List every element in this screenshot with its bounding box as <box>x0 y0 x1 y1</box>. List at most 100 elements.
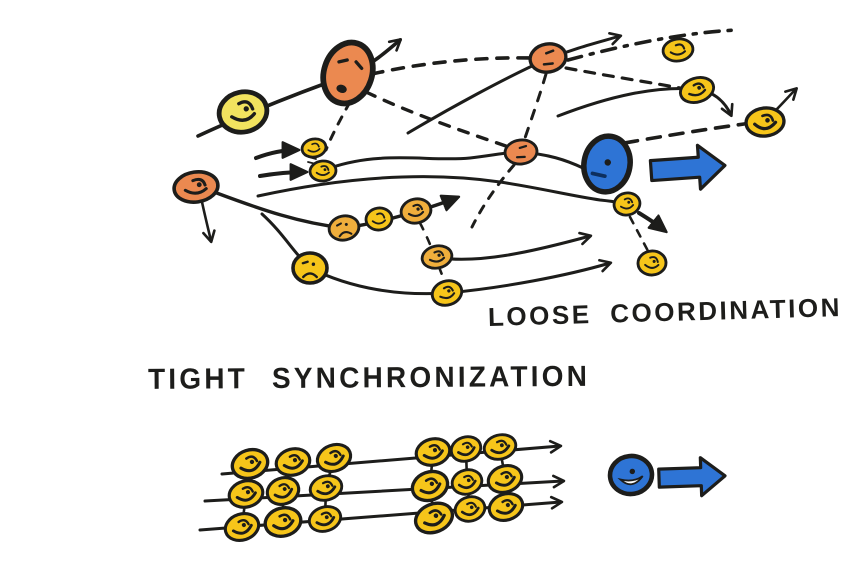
eye-dot <box>333 453 338 459</box>
face-mark <box>278 513 292 521</box>
agent-r1c2 <box>274 447 312 477</box>
eye-dot <box>429 481 435 486</box>
agent-right-1 <box>661 37 695 63</box>
face-mark <box>320 511 333 518</box>
face-mark <box>439 292 456 300</box>
blob-body <box>315 442 353 474</box>
eye-dot <box>323 168 327 172</box>
eye-dot <box>196 182 202 188</box>
agent-frowny <box>291 251 329 285</box>
face-mark <box>282 459 304 470</box>
agent-tiny-1 <box>300 137 328 159</box>
dashed-link-orange4-down <box>470 163 516 229</box>
dashed-link-orange3-to-orange4 <box>523 72 548 140</box>
face-mark <box>463 474 474 481</box>
face-mark <box>241 486 254 493</box>
face-mark <box>273 487 294 499</box>
eye-dot <box>292 458 298 463</box>
face-mark <box>457 479 477 490</box>
face-mark <box>428 256 446 263</box>
face-mark <box>644 263 660 269</box>
face-mark <box>239 460 262 473</box>
eye-dot <box>466 478 471 483</box>
flow-hop-arrow <box>774 87 798 112</box>
blob-body <box>607 453 655 497</box>
eye-dot <box>629 468 636 475</box>
face-mark <box>428 444 441 451</box>
agent-r1c3 <box>315 442 353 474</box>
face-mark <box>278 483 291 490</box>
eye-dot <box>499 443 504 448</box>
face-mark <box>545 49 555 55</box>
blue-arrow-loose <box>648 143 727 191</box>
face-mark <box>494 475 516 487</box>
blob-body <box>399 197 433 225</box>
agent-r1c1 <box>230 447 270 481</box>
tight-synchronization-group <box>198 433 727 542</box>
face-mark <box>237 518 250 526</box>
eye-dot <box>325 484 330 489</box>
blob-body <box>291 251 329 285</box>
face-mark <box>307 147 321 153</box>
agent-r3c3 <box>307 505 343 533</box>
face-mark <box>442 285 454 292</box>
blob-body <box>172 170 220 204</box>
face-mark <box>245 455 259 463</box>
blob-body <box>410 469 450 503</box>
eye-dot <box>604 159 611 166</box>
face-mark <box>316 485 337 496</box>
grin-mouth <box>617 475 644 486</box>
agent-right-3 <box>744 106 786 138</box>
eye-dot <box>627 200 631 204</box>
blob-body <box>420 244 454 270</box>
face-mark <box>324 454 345 466</box>
face-mark <box>412 203 424 211</box>
face-mark <box>335 222 342 227</box>
face-mark <box>329 449 342 457</box>
face-mark <box>337 58 349 64</box>
blob-body <box>503 138 539 166</box>
blob-body <box>274 447 312 477</box>
blob-body <box>486 464 524 494</box>
agent-orange-top2 <box>528 42 568 74</box>
dashed-link-lead-to-orange3 <box>370 56 532 76</box>
agent-chain-1 <box>327 214 361 242</box>
face-mark <box>311 142 320 148</box>
face-mark <box>288 454 301 461</box>
eye-dot <box>652 259 656 263</box>
agent-r1c5 <box>449 435 483 463</box>
face-mark <box>495 503 517 515</box>
face-mark <box>753 120 778 131</box>
eye-dot <box>249 459 255 465</box>
face-mark <box>466 501 477 508</box>
blob-body <box>528 42 568 74</box>
face-mark <box>424 477 439 485</box>
face-mark <box>490 444 511 455</box>
face-mark <box>495 439 508 446</box>
face-mark <box>688 88 707 97</box>
eye-dot <box>282 487 287 491</box>
blob-body <box>216 89 270 135</box>
agent-orange-mid <box>503 138 539 166</box>
blob-body <box>413 501 455 535</box>
face-mark <box>761 113 775 122</box>
blob-body <box>414 437 452 467</box>
face-mark <box>376 212 386 219</box>
agent-r3c1 <box>223 512 261 542</box>
face-mark <box>433 250 445 257</box>
face-mark <box>500 470 513 478</box>
flow-under-leader <box>256 175 622 205</box>
eye-dot <box>465 445 470 450</box>
agent-tiny-2 <box>308 159 338 183</box>
eye-dot <box>324 515 329 520</box>
eye-dot <box>245 490 251 495</box>
agent-r2c4 <box>410 469 450 503</box>
face-mark <box>371 219 387 225</box>
flow-small-arrow-2 <box>258 163 309 181</box>
eye-dot <box>416 207 420 211</box>
face-mark <box>590 171 607 178</box>
face-mark <box>674 43 686 50</box>
blob-body <box>453 495 487 523</box>
agent-r3c2 <box>263 506 303 538</box>
